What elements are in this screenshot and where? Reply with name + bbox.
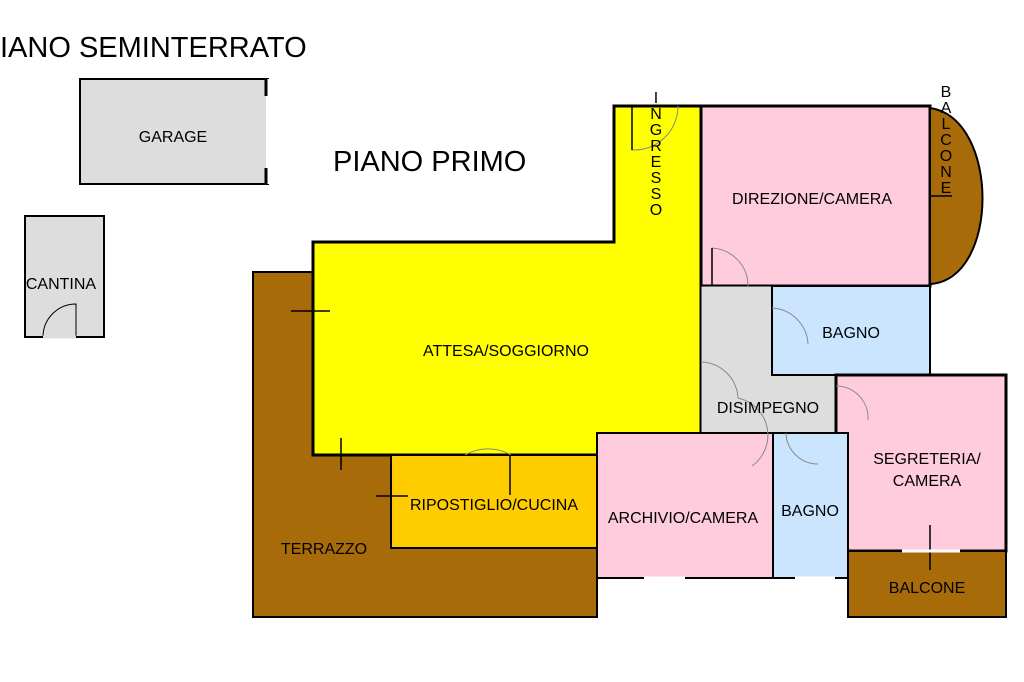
ripostiglio-cucina-label: RIPOSTIGLIO/CUCINA (410, 497, 578, 514)
attesa-soggiorno-label: ATTESA/SOGGIORNO (423, 343, 589, 360)
direzione-camera-label: DIREZIONE/CAMERA (732, 191, 892, 208)
balcone-top-label: BALCONE (938, 84, 955, 196)
bagno-2-label: BAGNO (781, 503, 839, 520)
cantina-label: CANTINA (26, 276, 97, 293)
ingresso-text: INGRESSO (648, 90, 665, 218)
basement-title: IANO SEMINTERRATO (0, 32, 307, 64)
segreteria-camera-room (834, 373, 1008, 553)
archivio-camera-label: ARCHIVIO/CAMERA (608, 510, 759, 527)
bagno-1-room (771, 285, 931, 376)
disimpegno-label: DISIMPEGNO (717, 400, 819, 417)
garage-room (79, 78, 270, 185)
segreteria-label-line2: CAMERA (893, 473, 962, 490)
door-swings (464, 105, 869, 467)
segreteria-label-line1: SEGRETERIA/ (873, 451, 981, 468)
direzione-camera-room (699, 104, 932, 288)
terrazzo-label: TERRAZZO (281, 541, 367, 558)
garage-label: GARAGE (139, 129, 207, 146)
bagno-1-label: BAGNO (822, 325, 880, 342)
ingresso-label: INGRESSO (648, 90, 665, 218)
wall-marks (291, 106, 952, 570)
balcone-bottom (847, 550, 1007, 618)
first-floor-title: PIANO PRIMO (333, 146, 526, 178)
balcone-bottom-label: BALCONE (889, 580, 965, 597)
cantina-room (24, 215, 105, 339)
ripostiglio-cucina-room (390, 454, 598, 549)
window-marks (644, 549, 960, 580)
bagno-2-room (772, 432, 849, 579)
balcone-top (929, 106, 984, 286)
archivio-camera-room (596, 432, 774, 579)
